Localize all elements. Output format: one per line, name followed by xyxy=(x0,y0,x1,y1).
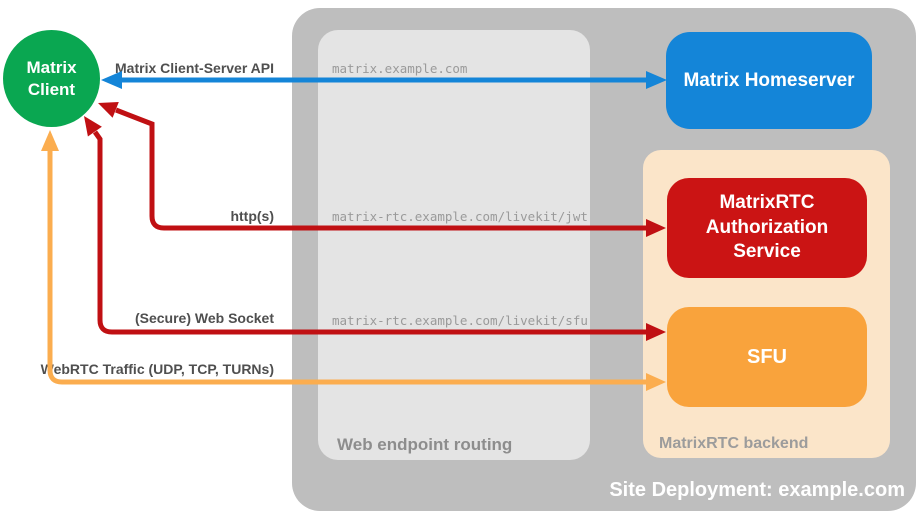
route-url-livekit-jwt: matrix-rtc.example.com/livekit/jwt xyxy=(332,209,588,224)
matrix-client-label: Matrix Client xyxy=(26,58,77,99)
https-arrow-label: http(s) xyxy=(230,208,274,224)
webrtc-traffic-arrow-label: WebRTC Traffic (UDP, TCP, TURNs) xyxy=(40,361,274,377)
websocket-arrow-label: (Secure) Web Socket xyxy=(134,310,274,326)
client-server-api-arrow-label: Matrix Client-Server API xyxy=(115,60,274,76)
arrowhead-client-icon xyxy=(98,102,119,118)
matrixrtc-auth-service-label: MatrixRTC Authorization Service xyxy=(705,191,829,263)
web-endpoint-routing-label: Web endpoint routing xyxy=(337,435,513,454)
route-url-homeserver: matrix.example.com xyxy=(332,61,468,76)
sfu-label: SFU xyxy=(747,345,787,368)
site-deployment-label: Site Deployment: example.com xyxy=(609,479,905,501)
matrix-homeserver-label: Matrix Homeserver xyxy=(683,69,855,91)
matrix-client-node: Matrix Client xyxy=(3,30,100,127)
matrixrtc-auth-service-node: MatrixRTC Authorization Service xyxy=(667,178,867,278)
arrowhead-client-icon xyxy=(84,116,102,137)
web-endpoint-routing-panel xyxy=(318,30,590,460)
matrixrtc-backend-label: MatrixRTC backend xyxy=(659,435,809,452)
arrowhead-client-icon xyxy=(41,130,59,151)
matrix-homeserver-node: Matrix Homeserver xyxy=(666,32,872,129)
route-url-livekit-sfu: matrix-rtc.example.com/livekit/sfu xyxy=(332,313,588,328)
sfu-node: SFU xyxy=(667,307,867,407)
